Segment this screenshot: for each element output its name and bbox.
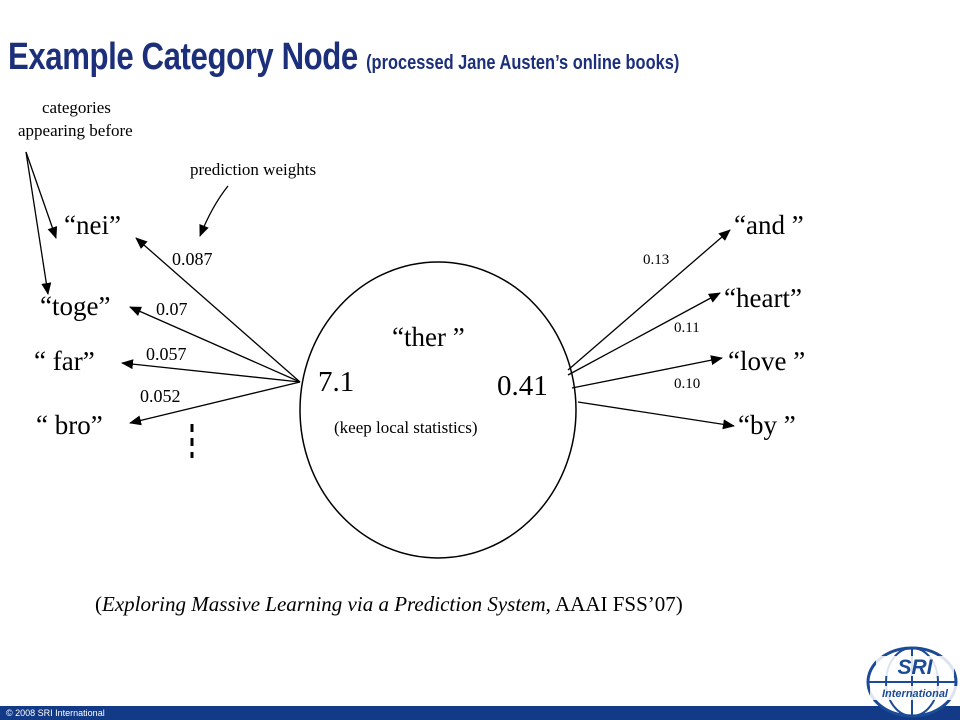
left-category-toge: “toge”: [40, 291, 111, 321]
svg-text:SRI: SRI: [897, 656, 933, 679]
arrow-to-bro: [129, 381, 301, 426]
title-subtitle: (processed Jane Austen’s online books): [366, 52, 680, 74]
node-left-value: 7.1: [318, 366, 355, 398]
arrow-to-heart: [567, 292, 721, 376]
arrow-to-love: [571, 355, 723, 389]
node-right-value: 0.41: [497, 370, 548, 402]
citation-title: Exploring Massive Learning via a Predict…: [102, 592, 546, 616]
title-main: Example Category Node: [8, 36, 358, 78]
annotation-prediction-weights: prediction weights: [190, 160, 317, 179]
weight-bro: 0.052: [140, 386, 181, 406]
left-category-nei: “nei”: [64, 210, 121, 240]
arrow-to-by: [577, 401, 735, 430]
node-note: (keep local statistics): [334, 418, 478, 437]
annotation-arrow-weights: [199, 185, 229, 237]
citation-open: (: [95, 592, 102, 616]
annotation-arrow-categories-2: [25, 151, 52, 295]
weight-heart: 0.11: [674, 320, 700, 336]
page-title: Example Category Node (processed Jane Au…: [8, 36, 679, 79]
annotation-arrow-categories-1: [25, 151, 58, 239]
copyright-text: © 2008 SRI International: [6, 708, 105, 718]
arrow-to-nei: [135, 237, 301, 383]
left-category-bro: “ bro”: [36, 410, 103, 440]
sri-logo: SRI International: [866, 646, 958, 718]
right-category-heart: “heart”: [724, 283, 802, 313]
arrow-to-toge: [129, 306, 301, 383]
citation-rest: , AAAI FSS’07): [545, 592, 683, 616]
right-category-love: “love ”: [728, 346, 806, 376]
right-category-by: “by ”: [738, 410, 796, 440]
footer-bar: [0, 706, 960, 720]
weight-love: 0.10: [674, 376, 701, 392]
annotation-categories-line1: categories: [42, 98, 111, 117]
arrow-to-and: [567, 229, 731, 371]
right-category-and: “and ”: [734, 210, 804, 240]
weight-nei: 0.087: [172, 249, 213, 269]
weight-far: 0.057: [146, 344, 187, 364]
weight-and: 0.13: [643, 252, 670, 268]
category-node-circle: [299, 261, 577, 559]
svg-text:International: International: [882, 688, 949, 700]
weight-toge: 0.07: [156, 299, 188, 319]
annotation-categories-line2: appearing before: [18, 121, 133, 140]
left-category-far: “ far”: [34, 346, 95, 376]
citation: (Exploring Massive Learning via a Predic…: [95, 592, 683, 617]
node-label: “ther ”: [392, 322, 465, 352]
arrow-to-far: [121, 359, 301, 383]
